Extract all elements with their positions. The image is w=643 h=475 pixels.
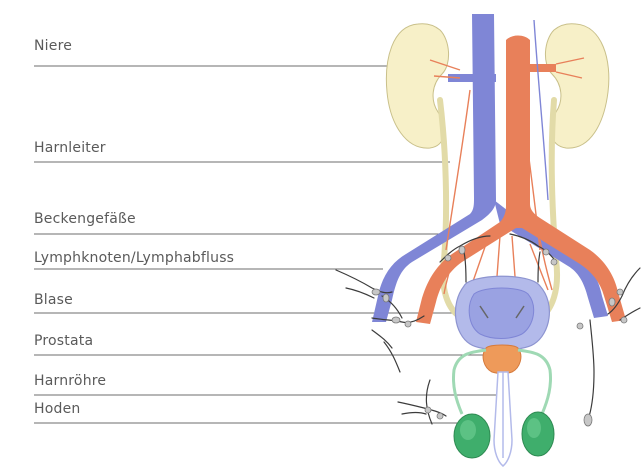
label-harnleiter: Harnleiter	[34, 140, 106, 156]
left-kidney	[386, 24, 448, 148]
urethra	[494, 372, 512, 466]
label-lymphknoten: Lymphknoten/Lymphabfluss	[34, 250, 234, 266]
prostate	[483, 345, 521, 374]
label-niere: Niere	[34, 38, 72, 54]
kidneys	[386, 24, 608, 148]
label-prostata: Prostata	[34, 333, 93, 349]
bladder	[455, 276, 549, 350]
label-hoden: Hoden	[34, 401, 80, 417]
label-blase: Blase	[34, 292, 73, 308]
label-harnroehre: Harnröhre	[34, 373, 106, 389]
label-beckengefaesse: Beckengefäße	[34, 211, 136, 227]
